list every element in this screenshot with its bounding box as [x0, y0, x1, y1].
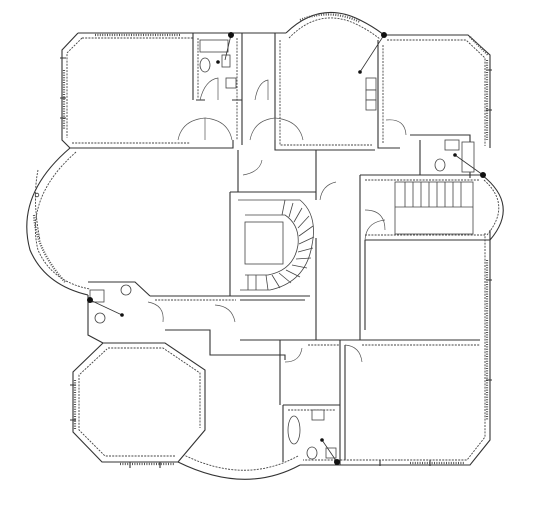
room-top-right-fixtures: [358, 32, 387, 111]
bay-detail: [34, 169, 41, 241]
wall-stubs: [60, 57, 492, 468]
bath-fixtures-right: [434, 139, 486, 178]
spiral-stair: [229, 191, 316, 297]
bath-fixtures-south: [287, 409, 340, 465]
interior-walls: [70, 33, 504, 465]
windows: [32, 13, 489, 466]
east-stair: [394, 181, 474, 235]
bath-fixtures-top: [199, 32, 237, 89]
exterior-walls: [26, 11, 491, 480]
doors: [147, 77, 407, 363]
bath-fixtures-west: [87, 284, 132, 324]
